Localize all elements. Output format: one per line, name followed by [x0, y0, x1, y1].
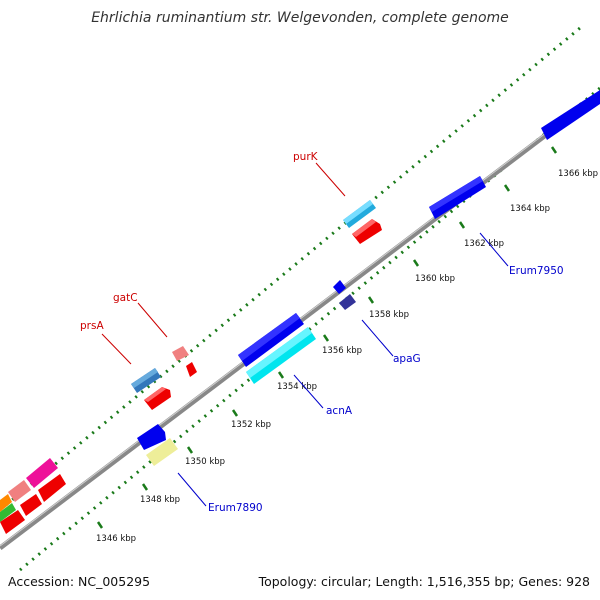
outer-tick-ring: [0, 26, 581, 512]
scale-label-1354: 1354 kbp: [277, 382, 317, 392]
leader-acnA: [293, 374, 324, 409]
scale-label-1358: 1358 kbp: [369, 310, 409, 320]
gene-yellow[interactable]: [146, 438, 178, 466]
major-ticks: [96, 146, 558, 529]
scale-label-1364: 1364 kbp: [510, 204, 550, 214]
inner-tick-ring: [19, 86, 600, 572]
label-acnA: acnA: [326, 405, 353, 417]
leader-erum7950: [479, 232, 509, 267]
map-title: Ehrlichia ruminantium str. Welgevonden, …: [91, 10, 509, 26]
label-prsA: prsA: [80, 320, 104, 332]
leader-erum7890: [177, 472, 207, 507]
label-erum7890: Erum7890: [208, 502, 263, 514]
gene-acnA-dark[interactable]: [238, 313, 304, 367]
label-erum7950: Erum7950: [509, 265, 564, 277]
scale-label-1366: 1366 kbp: [558, 169, 598, 179]
gene-cluster-left[interactable]: [0, 458, 66, 534]
scale-label-1348: 1348 kbp: [140, 495, 180, 505]
label-apaG: apaG: [393, 353, 421, 365]
gene-acnA[interactable]: [246, 327, 316, 384]
leader-prsA: [101, 333, 132, 365]
label-purK: purK: [293, 151, 319, 163]
scale-label-1356: 1356 kbp: [322, 346, 362, 356]
gene-erum7950[interactable]: [429, 176, 486, 219]
scale-label-1362: 1362 kbp: [464, 239, 504, 249]
scale-label-1360: 1360 kbp: [415, 274, 455, 284]
leader-purK: [315, 162, 346, 197]
gene-1366-block[interactable]: [541, 90, 600, 140]
gene-apaG[interactable]: [333, 280, 356, 310]
gene-purK-red[interactable]: [352, 219, 382, 244]
gene-purK[interactable]: [343, 200, 376, 228]
scale-label-1352: 1352 kbp: [231, 420, 271, 430]
topology-text: Topology: circular; Length: 1,516,355 bp…: [258, 574, 590, 589]
label-gatC: gatC: [113, 292, 138, 304]
scale-label-1346: 1346 kbp: [96, 534, 136, 544]
scale-label-1350: 1350 kbp: [185, 457, 225, 467]
gene-erum7890[interactable]: [137, 424, 166, 450]
accession-text: Accession: NC_005295: [8, 574, 151, 589]
gene-prsA[interactable]: [131, 368, 161, 393]
gene-prsA-red[interactable]: [144, 387, 171, 410]
leader-gatC: [137, 302, 168, 338]
leader-apaG: [361, 319, 394, 357]
gene-gatC[interactable]: [172, 346, 197, 377]
